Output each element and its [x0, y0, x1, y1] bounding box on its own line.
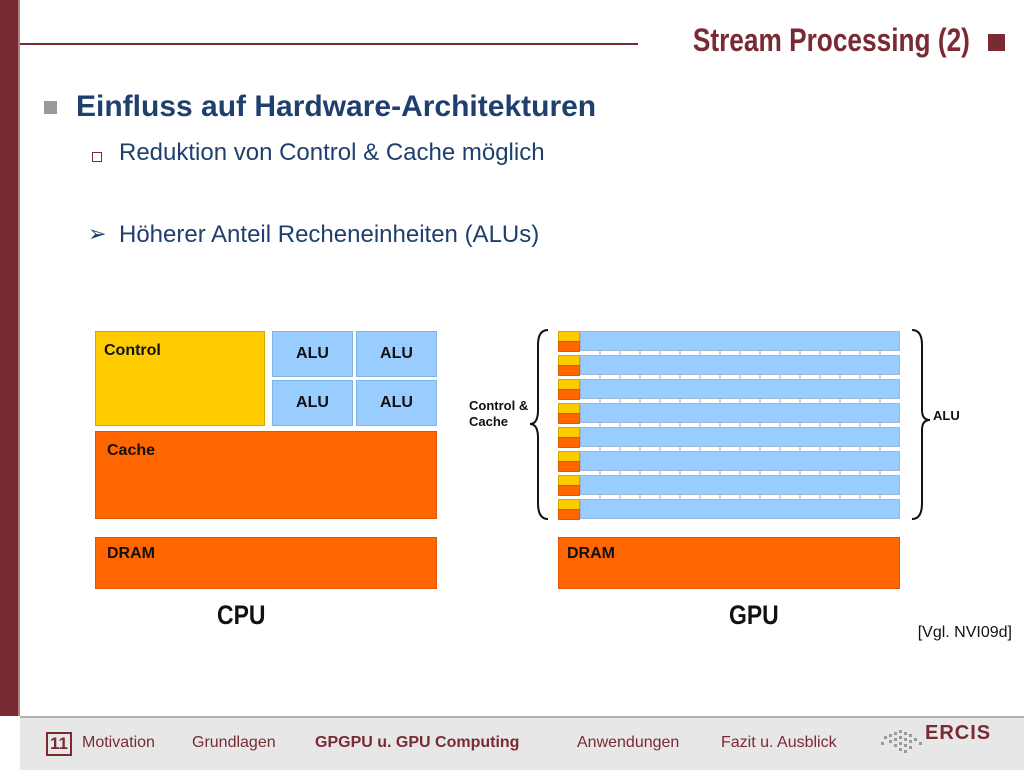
title-rule [20, 43, 638, 45]
gpu-dram-label: DRAM [567, 545, 615, 562]
nav-fazit[interactable]: Fazit u. Ausblick [721, 734, 837, 751]
ercis-logo-text: ERCIS [925, 722, 992, 744]
cpu-cache-block: Cache [95, 431, 437, 519]
gpu-alu-row [580, 427, 900, 447]
gpu-control-cache-label-2: Cache [469, 414, 509, 429]
gpu-cache-cell [558, 437, 580, 448]
arrow-bullet-icon: ➢ [88, 221, 107, 246]
gpu-alu-row [580, 451, 900, 471]
page-number: 11 [46, 732, 72, 756]
gpu-cache-cell [558, 413, 580, 424]
gpu-alu-row [580, 475, 900, 495]
gpu-alu-row [580, 499, 900, 519]
right-brace-icon [911, 329, 931, 520]
cpu-cache-label: Cache [107, 442, 156, 459]
cpu-control-block: Control [95, 331, 265, 426]
gpu-cache-cell [558, 461, 580, 472]
nav-gpgpu[interactable]: GPGPU u. GPU Computing [315, 734, 520, 751]
left-accent-bar [0, 0, 18, 716]
cpu-control-label: Control [104, 342, 161, 359]
gpu-caption: GPU [729, 600, 779, 630]
citation: [Vgl. NVI09d] [917, 624, 1012, 641]
cpu-alu-4: ALU [356, 380, 437, 426]
cpu-alu-2: ALU [356, 331, 437, 377]
gpu-cache-cell [558, 389, 580, 400]
gpu-alu-row [580, 403, 900, 423]
bullet-level3-text: Höherer Anteil Recheneinheiten (ALUs) [119, 221, 540, 248]
bullet-level2-text: Reduktion von Control & Cache möglich [119, 139, 545, 166]
gpu-alu-label: ALU [933, 408, 960, 423]
gpu-alu-row [580, 355, 900, 375]
gpu-cache-cell [558, 485, 580, 496]
nav-grundlagen[interactable]: Grundlagen [192, 734, 276, 751]
gpu-alu-row [580, 379, 900, 399]
left-accent-line [18, 0, 20, 716]
ercis-map-icon [881, 730, 922, 753]
nav-motivation[interactable]: Motivation [82, 734, 155, 751]
nav-anwendungen[interactable]: Anwendungen [577, 734, 680, 751]
gpu-control-cache-label-1: Control & [469, 398, 529, 413]
cpu-dram-label: DRAM [107, 545, 155, 562]
cpu-caption: CPU [217, 600, 266, 630]
cpu-dram-block: DRAM [95, 537, 437, 589]
gpu-cache-cell [558, 509, 580, 520]
hollow-square-bullet-icon [92, 152, 102, 162]
cpu-alu-3: ALU [272, 380, 353, 426]
slide-title: Stream Processing (2) [692, 22, 970, 58]
gpu-dram-block: DRAM [558, 537, 900, 589]
left-brace-icon [529, 329, 549, 520]
gpu-cache-cell [558, 341, 580, 352]
gpu-cache-cell [558, 365, 580, 376]
footer-bar: 11 Motivation Grundlagen GPGPU u. GPU Co… [20, 716, 1024, 770]
gpu-alu-row [580, 331, 900, 351]
title-square-icon [988, 34, 1005, 51]
bullet-level1-text: Einfluss auf Hardware-Architekturen [76, 90, 597, 123]
square-bullet-icon [44, 101, 57, 114]
cpu-alu-1: ALU [272, 331, 353, 377]
